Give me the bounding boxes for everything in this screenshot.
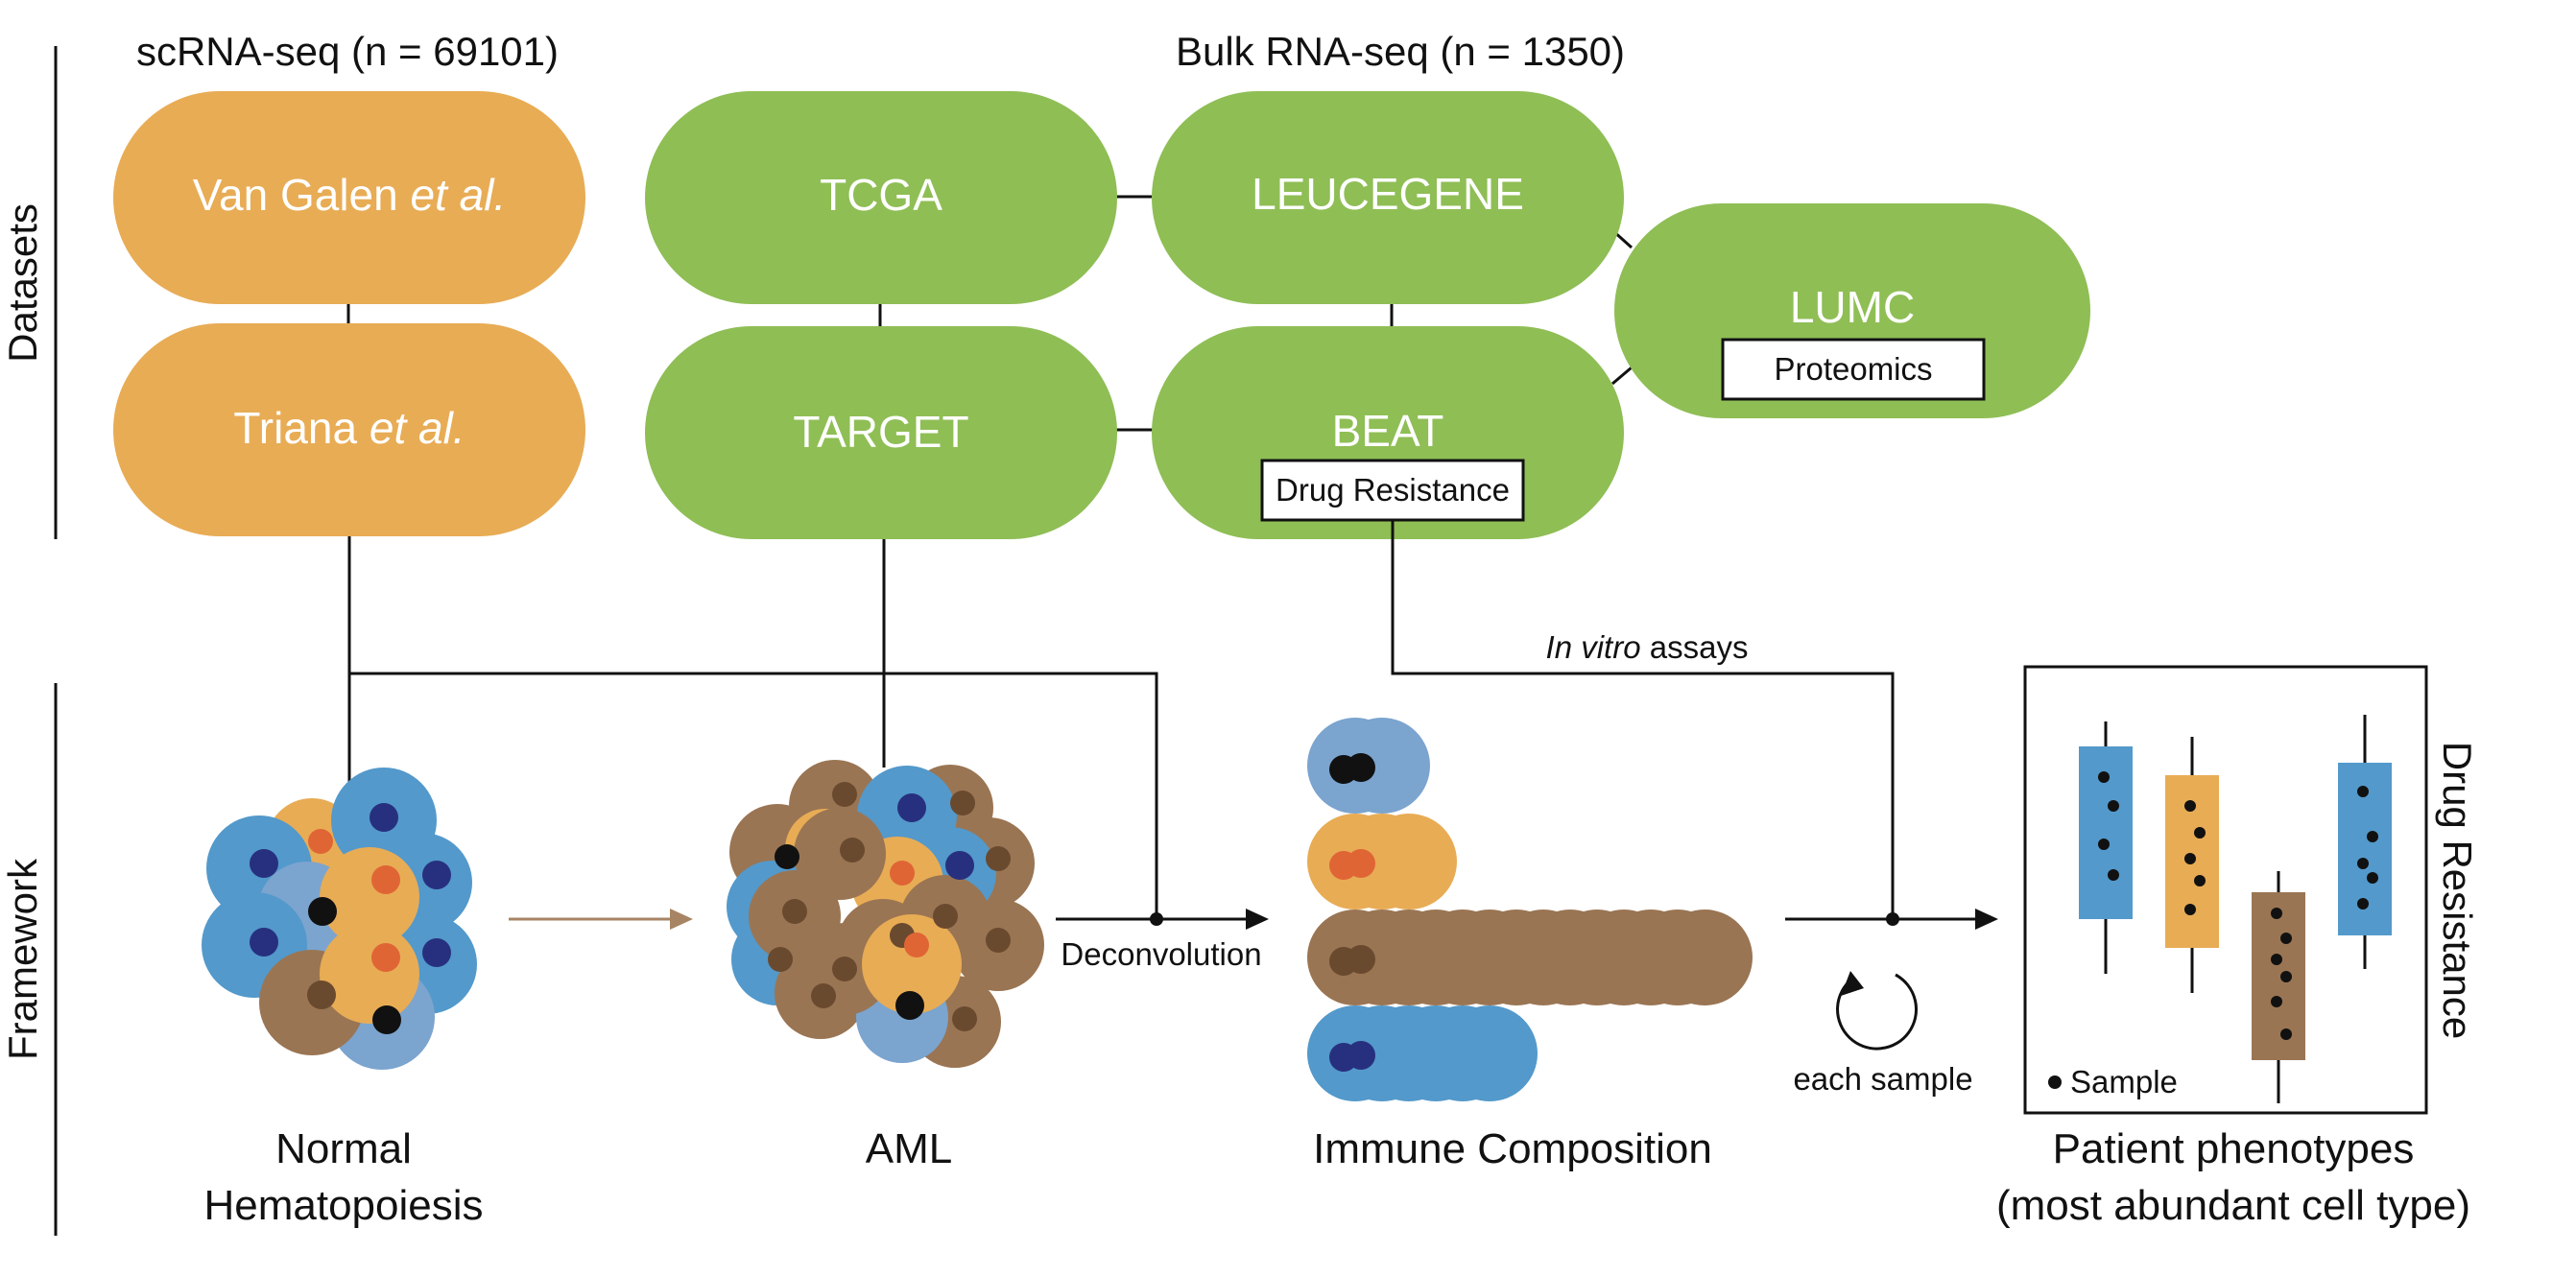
aml-label: AML: [866, 1125, 952, 1172]
boxplot-box: [2252, 892, 2305, 1060]
pill-lumc-label: LUMC: [1790, 282, 1915, 332]
boxplot-sample-dot: [2367, 831, 2378, 842]
beat-drug-resistance-box: [1260, 459, 1525, 522]
connector-beat-lumc: [1611, 366, 1633, 386]
lumc-proteomics-label: Proteomics: [1774, 351, 1932, 387]
boxplot-sample-dot: [2367, 872, 2378, 884]
boxplot-sample-dot: [2184, 800, 2196, 812]
boxplot-sample-dot: [2271, 908, 2282, 919]
in-vitro-label: In vitro assays: [1546, 629, 1749, 665]
datasets-side-label: Datasets: [0, 203, 45, 363]
boxplot-sample-dot: [2184, 853, 2196, 864]
loop-icon: [1836, 973, 1918, 1051]
deconvolution-junction-dot: [1150, 912, 1163, 926]
normal-hematopoiesis-cell-cluster: [202, 768, 477, 1070]
immune-cell-nucleus: [1329, 947, 1358, 976]
beat-drug-resistance-label: Drug Resistance: [1276, 472, 1510, 508]
patient-phenotypes-label-line1: Patient phenotypes: [2053, 1125, 2415, 1172]
arrow-deconvolution-head: [1246, 909, 1269, 930]
pill-triana-label: Triana et al.: [233, 403, 465, 453]
phenotype-panel: [2023, 665, 2428, 1115]
pill-tcga-label: TCGA: [820, 170, 942, 220]
pill-leucegene: [1152, 91, 1624, 304]
pill-target-label: TARGET: [793, 407, 968, 457]
boxplot-sample-dot: [2357, 786, 2369, 797]
immune-cell-nucleus: [1329, 755, 1358, 784]
boxplot-sample-dot: [2280, 933, 2292, 944]
boxplot-sample-dot: [2357, 858, 2369, 869]
bulk-heading: Bulk RNA-seq (n = 1350): [1176, 29, 1625, 74]
sample-legend-label: Sample: [2070, 1064, 2178, 1099]
boxplot-sample-dot: [2194, 875, 2206, 886]
each-sample-label: each sample: [1793, 1061, 1972, 1097]
framework-side-label: Framework: [0, 858, 45, 1060]
aml-cell-cluster: [727, 760, 1044, 1068]
sample-legend-dot: [2048, 1075, 2062, 1089]
boxplot-sample-dot: [2184, 904, 2196, 915]
pill-triana: [113, 323, 585, 536]
pill-target: [645, 326, 1117, 539]
pill-beat-label: BEAT: [1332, 406, 1444, 456]
boxplot-sample-dot: [2098, 771, 2110, 783]
phenotype-boxplots: [2079, 715, 2392, 1103]
line-to-deconvolution: [349, 672, 1158, 921]
boxplot-sample-dot: [2280, 971, 2292, 982]
immune-cell-nucleus: [1329, 851, 1358, 880]
normal-label-line2: Hematopoiesis: [203, 1182, 483, 1229]
boxplot-sample-dot: [2194, 827, 2206, 839]
line-in-vitro: [1391, 520, 1895, 921]
immune-composition-label: Immune Composition: [1313, 1125, 1712, 1172]
scrna-heading: scRNA-seq (n = 69101): [136, 29, 559, 74]
boxplot-sample-dot: [2108, 800, 2119, 812]
patient-phenotypes-label-line2: (most abundant cell type): [1996, 1182, 2470, 1229]
in-vitro-junction-dot: [1886, 912, 1899, 926]
normal-label-line1: Normal: [275, 1125, 412, 1172]
pill-van-galen-label: Van Galen et al.: [193, 170, 506, 220]
deconvolution-label: Deconvolution: [1061, 936, 1261, 972]
boxplot-sample-dot: [2280, 1028, 2292, 1040]
pill-van-galen: [113, 91, 585, 304]
boxplot-sample-dot: [2108, 869, 2119, 881]
boxplot-sample-dot: [2098, 839, 2110, 850]
drug-resistance-axis-label: Drug Resistance: [2435, 742, 2480, 1039]
pill-leucegene-label: LEUCEGENE: [1252, 169, 1524, 219]
boxplot-sample-dot: [2271, 954, 2282, 965]
immune-cell-nucleus: [1329, 1043, 1358, 1072]
boxplot-sample-dot: [2271, 996, 2282, 1007]
loop-icon-head: [1841, 971, 1864, 996]
arrow-to-phenotypes-head: [1975, 909, 1998, 930]
lumc-proteomics-box: [1721, 338, 1986, 401]
pill-tcga: [645, 91, 1117, 304]
immune-composition-rows: [1307, 718, 1753, 1101]
boxplot-sample-dot: [2357, 898, 2369, 910]
arrow-normal-to-aml-head: [670, 909, 693, 930]
